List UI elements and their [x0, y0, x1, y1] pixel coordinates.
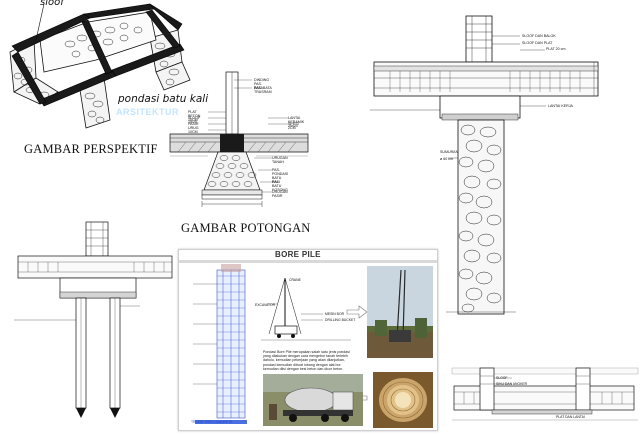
section-label: URUGAN TANAH: [272, 156, 288, 164]
section-label: LANTAI KERAMIK 20x20: [288, 116, 305, 128]
caption-section: GAMBAR POTONGAN: [181, 221, 311, 235]
column-section-drawing: [370, 15, 599, 315]
bottom-right-label: PLAT DAN LANTAI: [556, 415, 585, 419]
rebar-cage-diagram: [193, 264, 247, 424]
column-label: SLOOF DAN PLAT: [522, 41, 553, 45]
rig-label-crane: CRANE: [289, 278, 301, 282]
section-drawing: [169, 71, 309, 207]
section-label: SPESI 2CM: [288, 122, 299, 130]
bottom-right-label: SIKU DAN ANGKER: [496, 382, 528, 386]
photo-concrete-truck: [263, 374, 363, 426]
label-pondasi-batu-kali: pondasi batu kali: [118, 93, 209, 105]
section-label: PLAT BETON 10CM: [188, 110, 201, 122]
section-label: URUGAN PASIR: [272, 190, 288, 198]
section-label: SLOOF 15/20: [188, 116, 201, 124]
caption-perspective: GAMBAR PERSPEKTIF: [24, 142, 158, 156]
bore-pile-title-underline: [179, 260, 437, 263]
perspective-drawing: [9, 3, 191, 129]
photo-bore-hole: [373, 372, 433, 428]
rig-label-mesin-bor: MESIN BOR: [325, 312, 345, 316]
sloof-section-drawing: [451, 367, 639, 421]
bore-pile-description: Pondasi Bore Pile merupakan salah satu j…: [263, 350, 350, 371]
label-sloof: sloof: [40, 0, 64, 8]
bore-pile-panel: BORE PILE: [178, 249, 438, 431]
bore-pile-title: BORE PILE: [275, 250, 321, 259]
section-label: PASIR URUG 10CM: [188, 122, 199, 134]
photo-drilling-rig: [367, 266, 433, 358]
column-label: SLOOF DAN BALOK: [522, 34, 556, 38]
drilling-rig-diagram: [261, 277, 351, 341]
column-label: ø 60 cm: [440, 157, 453, 161]
column-label: PLAT 20 cm: [546, 47, 566, 51]
section-label: PAS. BATA TRASRAM: [254, 86, 272, 94]
pile-cap-drawing: [14, 221, 173, 418]
rig-label-bucket: DRILLING BUCKET: [325, 318, 356, 322]
section-label: PAS. PONDASI BATU KALI: [272, 168, 289, 184]
watermark: ARSITEKTUR: [116, 107, 179, 117]
bottom-right-label: SLOOF: [496, 376, 508, 380]
section-label: PAS. BATU KOSONG: [272, 180, 288, 192]
column-label: SUMURAN: [440, 150, 459, 154]
flow-arrow-icon: [346, 305, 368, 319]
rig-label-excavator: EXCAVATOR: [255, 303, 276, 307]
cage-label-tremie: TREMIE PIPE CONCRETE: [191, 420, 233, 424]
section-label: DINDING PAS. BATA: [254, 78, 270, 90]
column-label: LANTAI KERJA: [548, 104, 573, 108]
